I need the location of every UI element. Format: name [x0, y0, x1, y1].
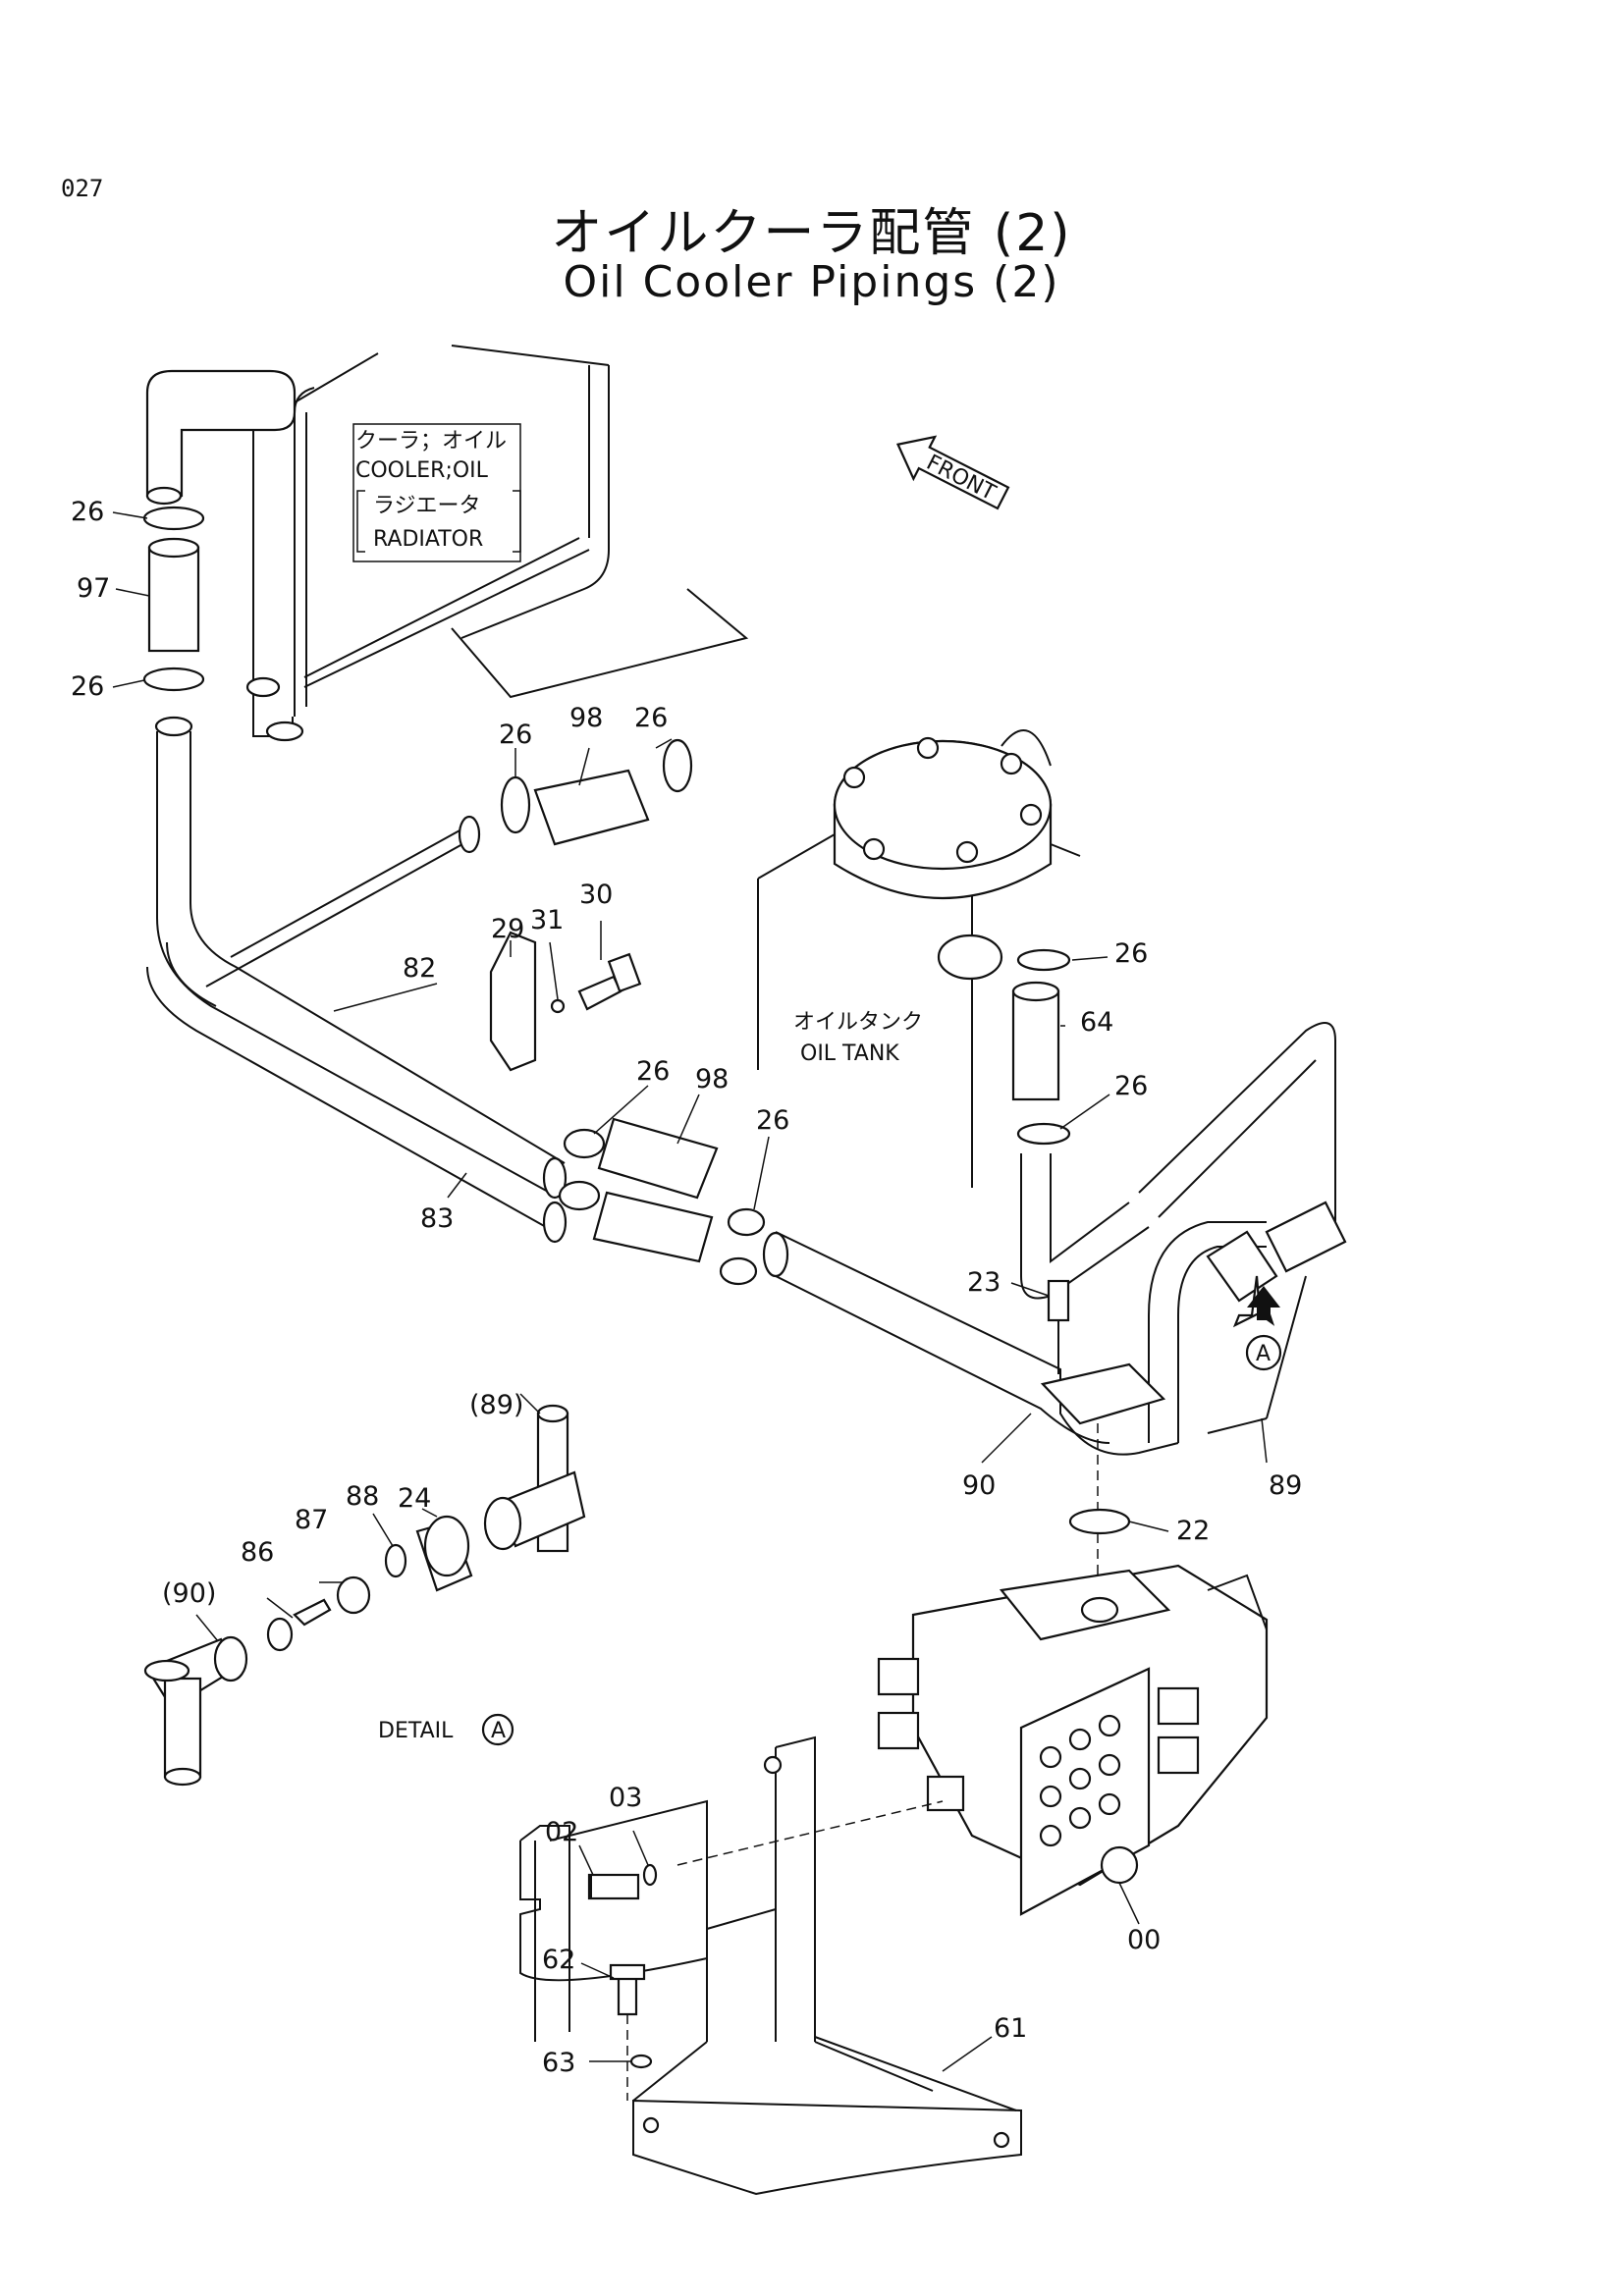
hose-98-upper [500, 738, 693, 846]
cooler-label-ja: クーラ；オイル [355, 429, 507, 454]
radiator-cooler-assembly [145, 345, 749, 742]
part-label: 02 [545, 1817, 578, 1847]
cooler-callout: クーラ；オイル COOLER;OIL ラジエータ RADIATOR [355, 429, 521, 553]
o-ring-22 [1068, 1508, 1131, 1535]
part-label: 26 [1114, 938, 1148, 969]
part-numbers: 26 97 26 26 98 26 30 31 29 82 26 98 26 8… [71, 497, 1302, 2078]
part-label: 26 [634, 703, 668, 733]
part-label: 23 [967, 1267, 1001, 1298]
part-label: 64 [1080, 1007, 1113, 1038]
part-label: (90) [162, 1578, 216, 1609]
part-label: 63 [542, 2048, 575, 2078]
part-label: 22 [1176, 1516, 1210, 1546]
tank-label-en: OIL TANK [800, 1041, 899, 1066]
part-label: 26 [71, 671, 104, 702]
page-title-english: Oil Cooler Pipings (2) [563, 257, 1060, 307]
hose-97-assembly [142, 506, 205, 737]
part-label: 30 [579, 880, 613, 910]
marker-a-label: A [1256, 1342, 1271, 1366]
front-label: FRONT [922, 451, 1000, 507]
part-label: (89) [469, 1390, 523, 1420]
part-label: 90 [962, 1470, 996, 1501]
leader-lines [112, 511, 1268, 2072]
part-label: 82 [403, 953, 436, 984]
part-label: 26 [756, 1105, 789, 1136]
radiator-label-ja: ラジエータ [373, 494, 481, 518]
part-label: 26 [499, 720, 532, 750]
flange-23 [1040, 1279, 1166, 1620]
part-label: 89 [1269, 1470, 1302, 1501]
part-label: 62 [542, 1945, 575, 1975]
pipe-90-89 [762, 1221, 1307, 1456]
part-label: 86 [241, 1537, 274, 1568]
front-arrow-icon: FRONT [895, 435, 1010, 510]
part-label: 26 [636, 1056, 670, 1087]
bracket-29-assembly [489, 931, 642, 1072]
oil-tank-assembly [757, 729, 1336, 1300]
support-bracket-61 [519, 1735, 1022, 2196]
part-label: 61 [994, 2013, 1027, 2044]
control-valve-00 [877, 1564, 1269, 1916]
part-label: 26 [71, 497, 104, 527]
detail-a-exploded [143, 1404, 586, 1787]
cooler-label-en: COOLER;OIL [355, 458, 489, 483]
detail-label: DETAIL [378, 1719, 454, 1743]
part-label: 98 [695, 1064, 729, 1095]
part-label: 87 [295, 1505, 328, 1535]
part-label: 29 [491, 914, 524, 944]
part-label: 31 [530, 905, 564, 935]
hose-98-lower [558, 1117, 766, 1286]
part-label: 98 [569, 703, 603, 733]
radiator-label-en: RADIATOR [373, 527, 483, 552]
part-label: 88 [346, 1481, 379, 1512]
part-label: 26 [1114, 1071, 1148, 1101]
connector-detail-a: A [1206, 1201, 1347, 1371]
part-label: 00 [1127, 1925, 1161, 1955]
page-number: 027 [61, 175, 104, 202]
part-label: 83 [420, 1203, 454, 1234]
pipe-82-83 [146, 731, 568, 1244]
part-label: 24 [398, 1483, 431, 1514]
detail-marker-icon [481, 1713, 514, 1746]
part-label: 03 [609, 1783, 642, 1813]
page-title-japanese: オイルクーラ配管 (2) [551, 204, 1072, 263]
detail-marker-label: A [491, 1719, 506, 1743]
tank-label-ja: オイルタンク [793, 1010, 923, 1035]
part-label: 97 [77, 573, 110, 604]
